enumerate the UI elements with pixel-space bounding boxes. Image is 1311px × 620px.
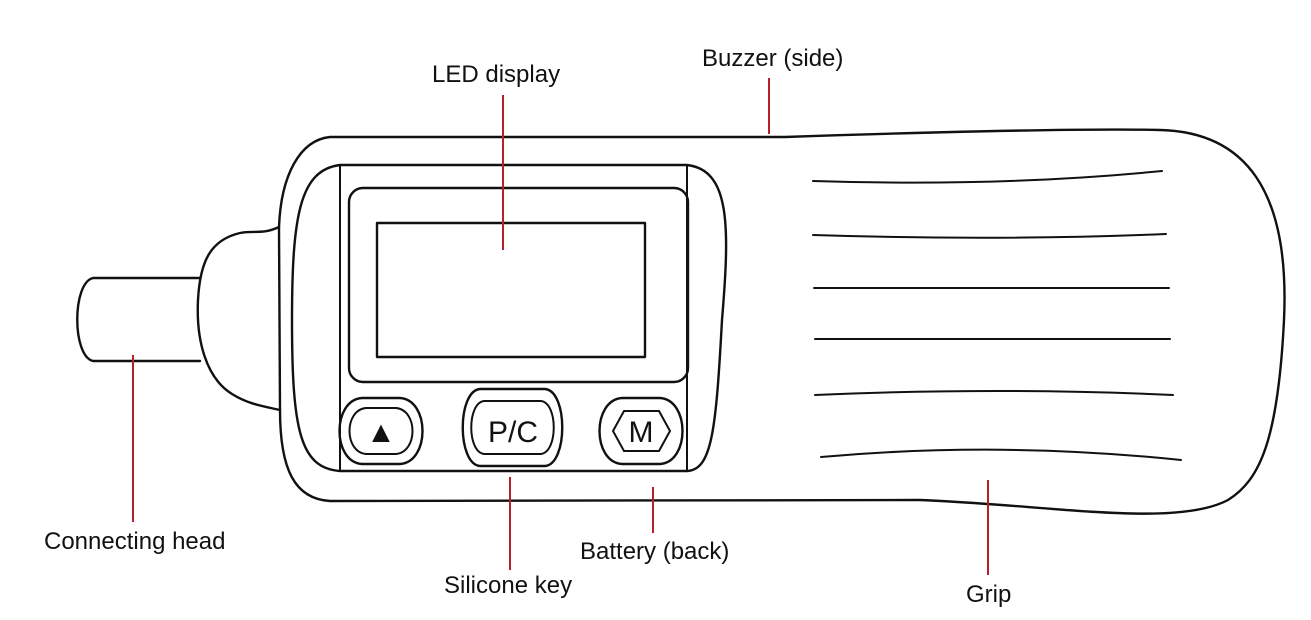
up-key[interactable]: ▲ — [338, 396, 424, 466]
connecting-head — [76, 276, 202, 363]
label-battery: Battery (back) — [580, 538, 729, 565]
up-key-glyph: ▲ — [366, 416, 396, 449]
leader-lines — [132, 78, 989, 575]
pc-key[interactable]: P/C — [461, 387, 564, 468]
mode-key[interactable]: M — [598, 396, 684, 466]
label-silicone-key: Silicone key — [444, 572, 572, 599]
mode-key-label: M — [629, 416, 654, 449]
label-grip: Grip — [966, 581, 1011, 608]
label-connecting-head: Connecting head — [44, 528, 225, 555]
collar — [196, 225, 282, 412]
device-body — [277, 128, 1286, 515]
led-screen — [375, 221, 647, 359]
label-led-display: LED display — [432, 61, 560, 88]
label-buzzer: Buzzer (side) — [702, 45, 843, 72]
pc-key-label: P/C — [488, 416, 538, 449]
grip-ridges — [812, 170, 1182, 461]
led-display — [347, 186, 690, 384]
